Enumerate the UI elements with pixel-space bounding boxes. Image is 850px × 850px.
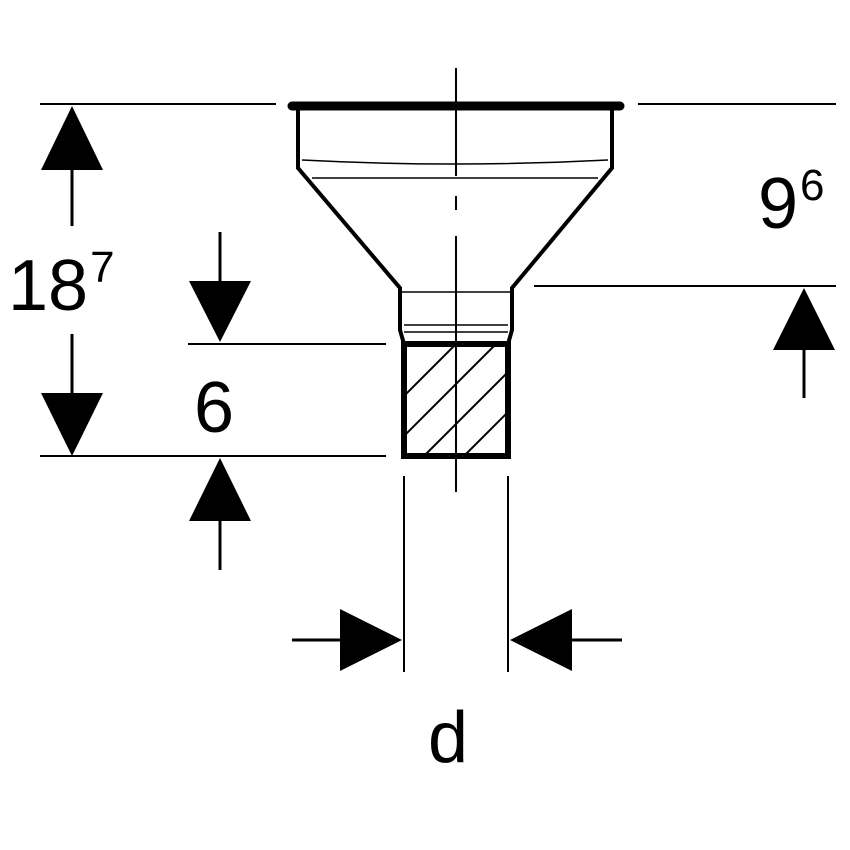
- spigot-section: [401, 341, 511, 459]
- arrow-left-icon: [510, 609, 572, 671]
- arrow-right-icon: [340, 609, 402, 671]
- dimension-spigot-length: 6: [189, 232, 251, 570]
- arrow-up-icon: [773, 288, 835, 350]
- dimension-funnel-height: 96: [758, 161, 835, 398]
- arrow-up-icon: [189, 458, 251, 521]
- arrow-down-icon: [41, 393, 103, 456]
- dimension-diameter: d: [292, 609, 622, 778]
- funnel-body: [296, 110, 614, 345]
- arrow-down-icon: [189, 281, 251, 342]
- dimension-total-height: 187: [8, 106, 115, 456]
- arrow-up-icon: [41, 106, 103, 170]
- svg-text:187: 187: [8, 243, 115, 326]
- funnel-height-superscript: 6: [800, 161, 824, 210]
- funnel-height-value: 9: [758, 164, 798, 244]
- total-height-superscript: 7: [90, 243, 114, 292]
- spigot-hatching: [404, 344, 508, 456]
- total-height-value: 18: [8, 246, 88, 326]
- svg-text:96: 96: [758, 161, 825, 244]
- spigot-length-value: 6: [194, 368, 234, 448]
- extension-lines: [40, 103, 836, 672]
- diameter-label: d: [428, 698, 468, 778]
